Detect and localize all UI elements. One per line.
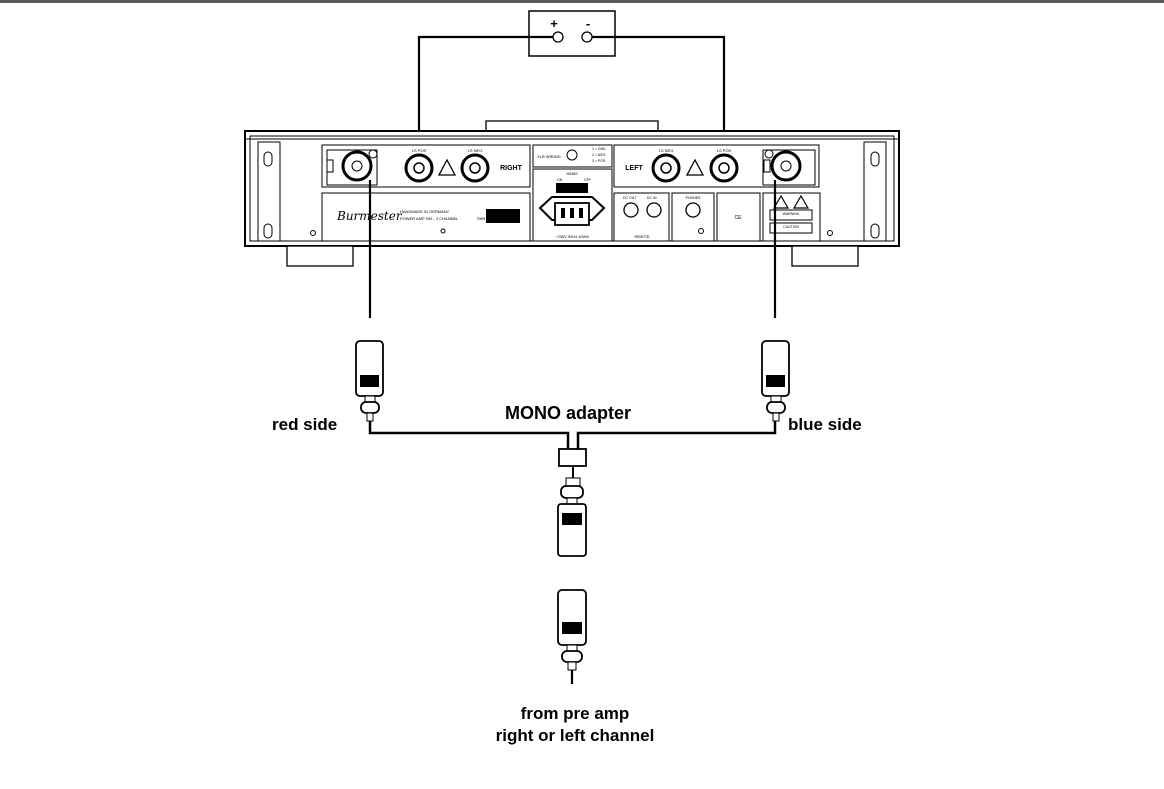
mono-adapter-connector [557, 448, 587, 557]
svg-text:OFF: OFF [584, 178, 591, 182]
svg-text:XLR WIRING: XLR WIRING [537, 154, 561, 159]
svg-text:HANDMADE IN GERMANY: HANDMADE IN GERMANY [400, 209, 450, 214]
svg-text:WARNING: WARNING [783, 212, 800, 216]
svg-text:LS POS: LS POS [412, 148, 427, 153]
mono-adapter-label: MONO adapter [505, 403, 632, 423]
svg-text:ON: ON [557, 178, 563, 182]
svg-text:SNR: SNR [477, 216, 486, 221]
right-channel-label: RIGHT [500, 165, 523, 172]
svg-text:DC OUT: DC OUT [623, 196, 637, 200]
top-border [0, 0, 1164, 3]
pre-amp-label-line2: right or left channel [495, 726, 655, 745]
svg-text:3 = POS: 3 = POS [592, 159, 606, 163]
svg-text:CAUTION: CAUTION [783, 225, 799, 229]
red-side-label: red side [272, 415, 338, 434]
svg-text:2 = NEG: 2 = NEG [592, 153, 606, 157]
svg-text:POWER AMP 939 - 2 CHANNEL: POWER AMP 939 - 2 CHANNEL [400, 216, 459, 221]
pre-amp-connector [557, 589, 587, 684]
pre-amp-label-line1: from pre amp [520, 704, 630, 723]
blue-side-label: blue side [788, 415, 862, 434]
svg-text:1 = GND: 1 = GND [592, 147, 606, 151]
speaker-wires [417, 35, 726, 166]
left-channel-label: LEFT [625, 165, 643, 172]
blue-side-connector [761, 340, 790, 422]
svg-text:REMOTE: REMOTE [635, 235, 651, 239]
svg-text:LS POS: LS POS [717, 148, 732, 153]
amplifier-rear-panel: LS POS LS NEG RIGHT XLR WIRING 1 = GND 2… [244, 120, 900, 267]
speaker-minus-label: - [586, 16, 590, 31]
svg-text:LS NEG: LS NEG [468, 148, 483, 153]
svg-text:DC IN: DC IN [647, 196, 657, 200]
minus-terminal [581, 31, 593, 43]
plus-terminal [552, 31, 564, 43]
red-side-connector [355, 340, 384, 422]
svg-text:CE: CE [735, 215, 743, 221]
mono-adapter-cable [368, 421, 777, 450]
svg-text:LS NEG: LS NEG [659, 148, 674, 153]
svg-text:PHONES: PHONES [686, 196, 701, 200]
speaker-terminal-box: + - [528, 10, 616, 57]
svg-text:MAINS: MAINS [566, 172, 578, 176]
speaker-plus-label: + [550, 16, 558, 31]
xlr-cables [368, 180, 777, 318]
svg-text:~230V 50Hz 400W: ~230V 50Hz 400W [555, 234, 589, 239]
